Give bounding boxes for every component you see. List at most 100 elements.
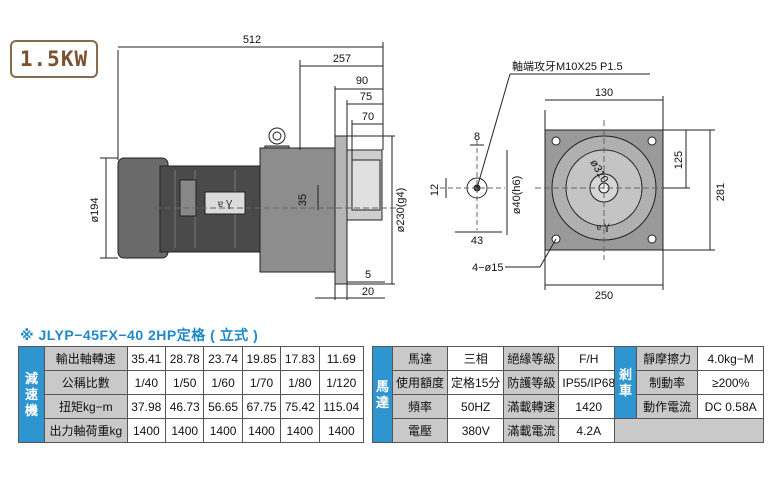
spec-value: IP55/IP68 (558, 370, 620, 395)
spec-value: DC 0.58A (697, 394, 764, 419)
row-label: 輸出軸轉速 (44, 346, 128, 371)
table-row (614, 418, 764, 443)
side-label-char: 減 (24, 370, 38, 386)
dim-257: 257 (333, 53, 351, 65)
row-label: 扭矩kg−m (44, 394, 128, 419)
spec-label: 馬達 (392, 346, 449, 371)
spec-label: 頻率 (392, 394, 449, 419)
flange (334, 135, 348, 285)
value-cell: 1400 (126, 418, 167, 443)
value-cell: 23.74 (203, 346, 243, 371)
value-cell: 46.73 (165, 394, 205, 419)
svg-text:ɐ Ɣ: ɐ Ɣ (596, 222, 610, 232)
value-cell: 1/70 (241, 370, 282, 395)
empty-cell (614, 418, 764, 443)
dim-5: 5 (365, 269, 371, 281)
dim-90: 90 (356, 75, 368, 87)
power-badge-label: 1.5KW (19, 47, 89, 71)
dim-holes: 4−ø15 (472, 262, 504, 274)
dim-12: 12 (429, 184, 441, 196)
dim-40: ø40(h6) (511, 176, 523, 215)
spec-label: 靜摩擦力 (635, 346, 699, 371)
dim-281: 281 (715, 183, 727, 201)
table-row: 制動率≥200% (615, 370, 764, 395)
spec-label: 電壓 (392, 418, 449, 443)
spec-label: 防護等級 (503, 370, 560, 395)
side-label: 減速機 (18, 346, 45, 443)
value-cell: 1400 (203, 418, 243, 443)
value-cell: 1/60 (203, 370, 243, 395)
side-label-char: 機 (24, 402, 38, 418)
spec-label: 動作電流 (635, 394, 699, 419)
value-cell: 67.75 (241, 394, 282, 419)
spec-value: 三相 (447, 346, 505, 371)
spec-value: ≥200% (697, 370, 764, 395)
model-title: ※ JLYP−45FX−40 2HP定格 ( 立式 ) (20, 327, 259, 343)
dim-20: 20 (362, 286, 374, 298)
value-cell: 75.42 (280, 394, 320, 419)
power-badge: 1.5KW (10, 40, 98, 78)
gear-housing (259, 147, 336, 273)
value-cell: 35.41 (126, 346, 167, 371)
row-label: 公稱比數 (44, 370, 128, 395)
spec-label: 制動率 (635, 370, 699, 395)
spec-value: F/H (558, 346, 620, 371)
spec-value: 380V (447, 418, 505, 443)
dim-8: 8 (474, 131, 480, 143)
side-label-char: 剎 (618, 366, 632, 382)
value-cell: 1/80 (280, 370, 320, 395)
value-cell: 1400 (280, 418, 320, 443)
dim-250: 250 (595, 290, 613, 302)
side-label-char: 速 (24, 386, 38, 402)
value-cell: 1/120 (318, 370, 365, 395)
dim-512: 512 (243, 34, 261, 46)
dim-70: 70 (362, 111, 374, 123)
spec-label: 使用額度 (392, 370, 449, 395)
value-cell: 1/40 (126, 370, 167, 395)
technical-drawing: ɐ Ɣ (89, 34, 727, 302)
side-label: 剎車 (614, 346, 637, 419)
value-cell: 17.83 (280, 346, 320, 371)
spec-label: 滿載電流 (503, 418, 560, 443)
svg-text:ɐ Ɣ: ɐ Ɣ (218, 199, 233, 210)
value-cell: 56.65 (203, 394, 243, 419)
value-cell: 37.98 (126, 394, 167, 419)
thread-callout: 軸端攻牙M10X25 P1.5 (512, 59, 623, 73)
value-cell: 19.85 (241, 346, 282, 371)
value-cell: 1400 (318, 418, 365, 443)
spec-value: 50HZ (447, 394, 505, 419)
side-label-char: 馬 (376, 378, 390, 394)
dim-194: ø194 (89, 197, 101, 222)
spec-value: 4.2A (558, 418, 620, 443)
value-cell: 115.04 (318, 394, 365, 419)
value-cell: 28.78 (165, 346, 205, 371)
spec-value: 1420 (558, 394, 620, 419)
dim-230: ø230(g4) (395, 188, 407, 233)
output-shaft (351, 159, 381, 211)
dim-125: 125 (673, 151, 685, 169)
value-cell: 1/50 (165, 370, 205, 395)
spec-label: 滿載轉速 (503, 394, 560, 419)
spec-label: 絕緣等級 (503, 346, 560, 371)
value-cell: 1400 (241, 418, 282, 443)
dim-43: 43 (471, 235, 483, 247)
side-label-char: 車 (618, 382, 632, 398)
spec-value: 4.0kg−M (697, 346, 764, 371)
dim-75: 75 (360, 91, 372, 103)
side-label: 馬達 (371, 346, 394, 443)
value-cell: 1400 (165, 418, 205, 443)
dim-35: 35 (297, 194, 309, 206)
value-cell: 11.69 (318, 346, 365, 371)
